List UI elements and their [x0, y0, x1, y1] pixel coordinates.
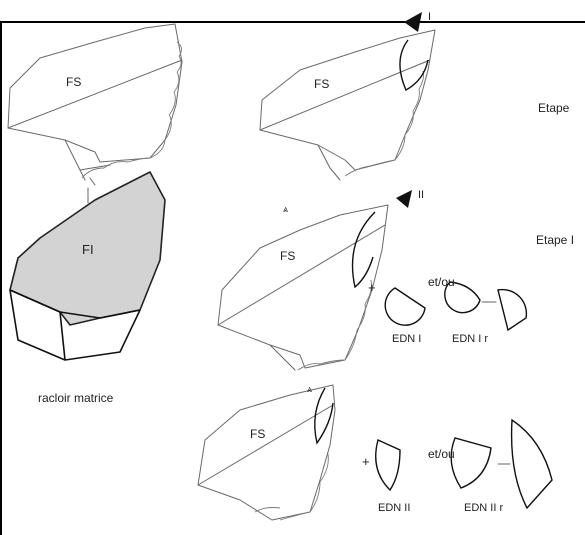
edn-2-pieces [376, 420, 552, 508]
label-racloir-matrice: racloir matrice [38, 391, 114, 405]
label-fs-top-mid: FS [314, 77, 329, 91]
down-arrow-2: ⩓ [307, 384, 312, 394]
arrowhead-1 [404, 12, 422, 32]
label-edn-1: EDN I [392, 333, 421, 345]
racloir-top-view [8, 24, 182, 185]
arrowhead-2 [396, 190, 412, 208]
label-edn-2r: EDN II r [464, 502, 503, 514]
arrow-label-1: I [428, 11, 431, 23]
label-etape-2: Etape I [536, 233, 574, 247]
label-fs-bottom: FS [250, 427, 265, 441]
label-edn-2: EDN II [378, 502, 410, 514]
stage2-piece [218, 205, 388, 370]
stage3-piece [198, 385, 335, 520]
label-edn-1r: EDN I r [452, 333, 488, 345]
label-et-ou-1: et/ou [428, 275, 455, 289]
stage1-piece [260, 30, 435, 180]
edn-1-pieces [385, 282, 526, 330]
plus-sign-2: + [362, 454, 370, 469]
arrow-label-2: II [418, 189, 424, 201]
label-etape-1: Etape [538, 101, 570, 115]
label-fi: FI [82, 242, 94, 257]
down-arrow-1: ⩓ [283, 204, 288, 214]
label-fs-top-left: FS [66, 75, 81, 89]
label-et-ou-2: et/ou [428, 447, 455, 461]
plus-sign-1: + [368, 280, 376, 295]
label-fs-middle: FS [280, 249, 295, 263]
